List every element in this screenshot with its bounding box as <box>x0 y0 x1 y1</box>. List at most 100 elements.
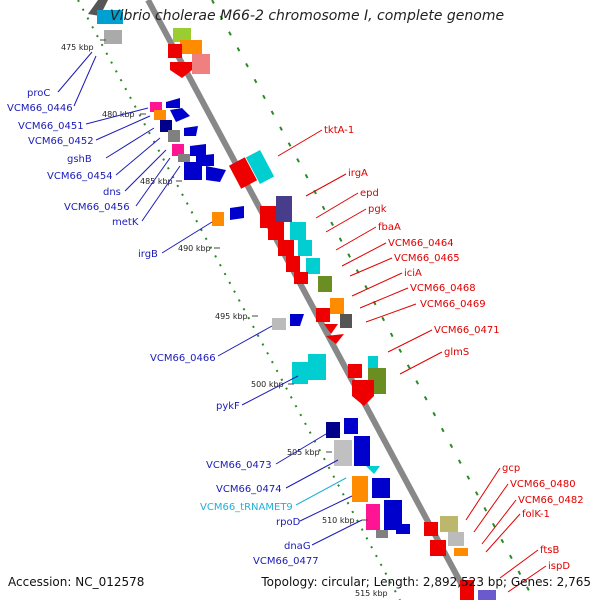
gene-feature[interactable] <box>344 418 358 434</box>
gene-feature[interactable] <box>286 256 300 272</box>
gene-feature[interactable] <box>278 240 294 256</box>
gene-feature[interactable] <box>318 276 332 292</box>
gene-feature[interactable] <box>276 196 292 222</box>
gene-feature[interactable] <box>376 530 388 538</box>
gene-feature[interactable] <box>366 504 380 530</box>
gene-label-gcp: gcp <box>502 463 520 474</box>
gene-feature[interactable] <box>324 324 338 334</box>
gene-feature[interactable] <box>354 436 370 466</box>
kbp-mark: 495 kbp <box>215 312 248 321</box>
gene-feature[interactable] <box>372 478 390 498</box>
gene-feature[interactable] <box>160 120 172 132</box>
gene-feature[interactable] <box>292 362 308 384</box>
gene-feature[interactable] <box>184 126 198 136</box>
gene-label-VCM66_0477: VCM66_0477 <box>253 556 319 567</box>
gene-feature[interactable] <box>290 222 306 240</box>
gene-feature[interactable] <box>424 522 438 536</box>
gene-feature[interactable] <box>366 466 380 474</box>
gene-feature[interactable] <box>448 532 464 546</box>
right-leader-lines <box>277 129 547 593</box>
chromosome-backbone <box>145 0 473 600</box>
left-leader-lines <box>57 51 363 546</box>
gene-feature[interactable] <box>170 62 192 78</box>
kbp-mark: 505 kbp <box>287 448 320 457</box>
gene-feature[interactable] <box>340 314 352 328</box>
gene-feature[interactable] <box>368 356 378 368</box>
gene-feature[interactable] <box>168 130 180 142</box>
gene-features <box>88 0 496 600</box>
gene-feature[interactable] <box>154 110 166 120</box>
gene-label-VCM66_0480: VCM66_0480 <box>510 479 576 490</box>
gene-feature[interactable] <box>190 144 206 156</box>
outer-guide-line <box>77 0 401 600</box>
gene-feature[interactable] <box>334 440 352 466</box>
gene-label-ispD: ispD <box>548 561 570 572</box>
gene-label-pgk: pgk <box>368 204 387 215</box>
gene-label-glmS: glmS <box>444 347 469 358</box>
gene-feature[interactable] <box>348 364 362 378</box>
gene-feature[interactable] <box>326 422 340 438</box>
gene-feature[interactable] <box>172 144 184 156</box>
gene-label-VCM66_0465: VCM66_0465 <box>394 253 460 264</box>
gene-feature[interactable] <box>178 154 190 162</box>
gene-feature[interactable] <box>316 308 330 322</box>
gene-feature[interactable] <box>460 580 474 600</box>
gene-feature[interactable] <box>268 222 284 240</box>
gene-feature[interactable] <box>104 30 122 44</box>
gene-feature[interactable] <box>88 0 108 16</box>
gene-label-VCM66_0468: VCM66_0468 <box>410 283 476 294</box>
gene-label-tktA-1: tktA-1 <box>324 125 354 136</box>
gene-feature[interactable] <box>352 380 374 406</box>
gene-feature[interactable] <box>166 98 180 108</box>
gene-label-folK-1: folK-1 <box>522 509 550 520</box>
gene-feature[interactable] <box>430 540 446 556</box>
gene-label-ftsB: ftsB <box>540 545 559 556</box>
gene-feature[interactable] <box>168 44 182 58</box>
gene-feature[interactable] <box>230 206 244 220</box>
gene-label-VCM66_0454: VCM66_0454 <box>47 171 113 182</box>
topology-text: Topology: circular; Length: 2,892,523 bp… <box>261 575 591 589</box>
gene-label-VCM66_0482: VCM66_0482 <box>518 495 584 506</box>
gene-feature[interactable] <box>290 314 304 326</box>
gene-feature[interactable] <box>97 10 123 24</box>
gene-feature[interactable] <box>173 28 191 42</box>
gene-feature[interactable] <box>478 590 496 600</box>
kbp-mark: 475 kbp <box>61 43 94 52</box>
gene-label-irgB: irgB <box>138 249 158 260</box>
gene-feature[interactable] <box>192 54 210 74</box>
gene-feature[interactable] <box>384 500 402 530</box>
gene-label-fbaA: fbaA <box>378 222 401 233</box>
gene-feature[interactable] <box>294 272 308 284</box>
gene-feature[interactable] <box>396 524 410 534</box>
gene-label-VCM66_0466: VCM66_0466 <box>150 353 216 364</box>
gene-feature[interactable] <box>454 548 468 556</box>
gene-label-gshB: gshB <box>67 154 92 165</box>
gene-label-VCM66_0452: VCM66_0452 <box>28 136 94 147</box>
gene-label-VCM66_0451: VCM66_0451 <box>18 121 84 132</box>
gene-label-iciA: iciA <box>404 268 422 279</box>
gene-label-metK: metK <box>112 217 139 228</box>
gene-feature[interactable] <box>150 102 162 112</box>
gene-feature[interactable] <box>308 354 326 380</box>
gene-feature[interactable] <box>184 162 202 180</box>
gene-feature[interactable] <box>272 318 286 330</box>
gene-feature[interactable] <box>245 150 275 184</box>
gene-feature[interactable] <box>206 166 226 182</box>
gene-label-rpoD: rpoD <box>276 517 301 528</box>
gene-feature[interactable] <box>306 258 320 274</box>
gene-feature[interactable] <box>170 108 190 122</box>
gene-label-VCM66_0456: VCM66_0456 <box>64 202 130 213</box>
gene-feature[interactable] <box>330 298 344 314</box>
gene-feature[interactable] <box>228 157 258 189</box>
gene-feature[interactable] <box>326 334 344 344</box>
gene-feature[interactable] <box>298 240 312 256</box>
gene-feature[interactable] <box>440 516 458 532</box>
gene-label-VCM66_0469: VCM66_0469 <box>420 299 486 310</box>
gene-label-VCM66_0473: VCM66_0473 <box>206 460 272 471</box>
gene-feature[interactable] <box>180 40 202 54</box>
accession-text: Accession: NC_012578 <box>8 575 145 589</box>
gene-feature[interactable] <box>352 476 368 502</box>
gene-label-VCM66_tRNAMET9: VCM66_tRNAMET9 <box>200 502 293 513</box>
gene-feature[interactable] <box>212 212 224 226</box>
